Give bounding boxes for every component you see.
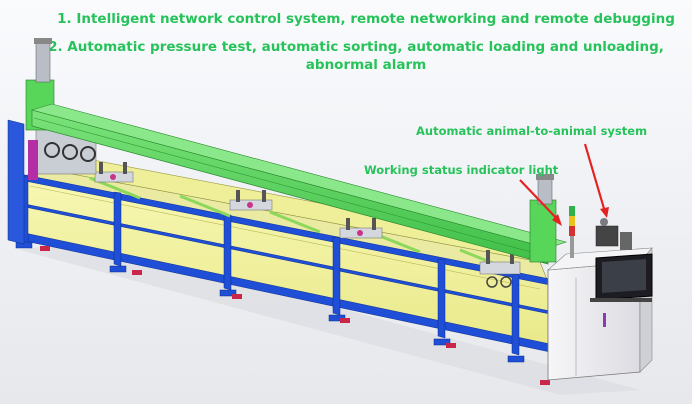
callout-arrows — [519, 143, 609, 226]
status-indicator-light — [569, 206, 575, 258]
clamp-stations — [94, 162, 521, 288]
blue-frame — [7, 119, 551, 363]
headline-line-3: abnormal alarm — [305, 57, 427, 73]
feet-pads — [40, 246, 550, 385]
hmi-touch-screen — [590, 253, 653, 302]
overhead-gantry-beam — [30, 103, 568, 265]
headline-line-2: 2. Automatic pressure test, automatic so… — [48, 39, 664, 55]
loading-roller-assembly — [28, 127, 97, 180]
pneumatic-manifold — [595, 218, 632, 250]
right-cylinder-tower — [529, 174, 557, 263]
callout-animal-system: Automatic animal-to-animal system — [416, 124, 648, 138]
callout-indicator-light: Working status indicator light — [364, 163, 559, 177]
headline-line-1: 1. Intelligent network control system, r… — [57, 11, 675, 27]
